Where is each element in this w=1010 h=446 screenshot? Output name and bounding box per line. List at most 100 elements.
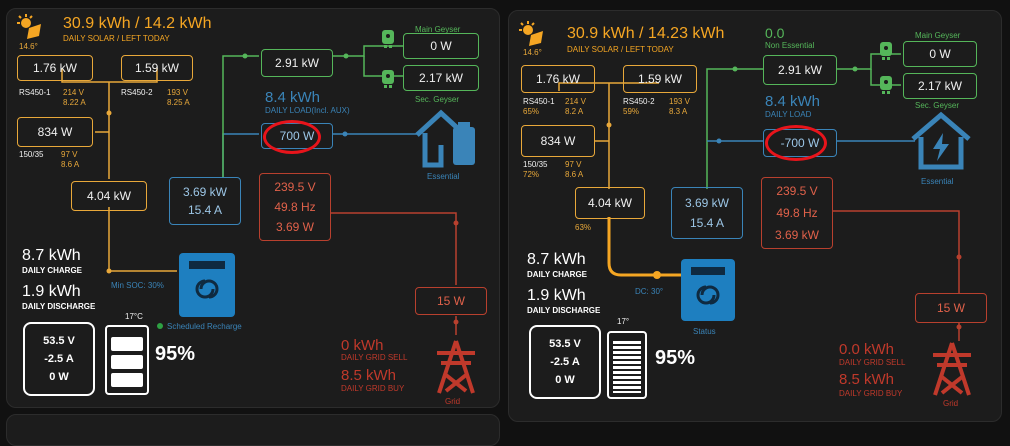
grid-buy-label: DAILY GRID BUY xyxy=(839,389,903,398)
pv3-pct: 72% xyxy=(523,170,540,179)
main-geyser-label: Main Geyser xyxy=(915,31,961,40)
grid-label: Grid xyxy=(445,397,461,406)
solar-temp: 14.6° xyxy=(19,42,38,51)
pv1-total[interactable]: 1.76 kW xyxy=(17,55,93,81)
sec-geyser-label: Sec. Geyser xyxy=(915,101,960,110)
grid-sell: 0.0 kWh xyxy=(839,341,895,358)
sec-geyser-icon xyxy=(879,75,893,95)
solar-subheader: DAILY SOLAR / LEFT TODAY xyxy=(567,45,674,54)
solar-icon xyxy=(17,14,43,40)
solar-header: 30.9 kWh / 14.2 kWh xyxy=(63,15,212,32)
pv2-name: RS450-2 xyxy=(623,97,655,106)
pv1-name: RS450-1 xyxy=(523,97,555,106)
daily-discharge: 1.9 kWh xyxy=(527,287,586,304)
pv2-total[interactable]: 1.59 kW xyxy=(121,55,193,81)
pv3-total[interactable]: 834 W xyxy=(521,125,595,157)
sec-geyser-value[interactable]: 2.17 kW xyxy=(403,65,479,91)
pv2-total[interactable]: 1.59 kW xyxy=(623,65,697,93)
pv1-total[interactable]: 1.76 kW xyxy=(521,65,595,93)
right-power-card: 14.6° 30.9 kWh / 14.23 kWh DAILY SOLAR /… xyxy=(508,10,1002,422)
pv3-current: 8.6 A xyxy=(565,170,584,179)
non-essential-load[interactable]: 2.91 kW xyxy=(763,55,837,85)
battery-soc: 95% xyxy=(655,347,696,369)
daily-load-label: DAILY LOAD(Incl. AUX) xyxy=(265,106,350,115)
non-essential-top: 0.0 xyxy=(765,25,785,41)
status-dot xyxy=(157,323,163,329)
sec-geyser-icon xyxy=(381,69,395,89)
grid-sell-label: DAILY GRID SELL xyxy=(839,358,906,367)
solar-temp: 14.6° xyxy=(523,48,542,57)
left-flow-lines xyxy=(61,45,459,335)
pv1-pct: 65% xyxy=(523,107,540,116)
sec-geyser-value[interactable]: 2.17 kW xyxy=(903,73,977,99)
grid-sell-label: DAILY GRID SELL xyxy=(341,353,408,362)
daily-charge-label: DAILY CHARGE xyxy=(527,270,588,279)
grid-ct-power[interactable]: 15 W xyxy=(415,287,487,315)
pv3-current: 8.6 A xyxy=(61,160,80,169)
solar-header: 30.9 kWh / 14.23 kWh xyxy=(567,25,725,42)
essential-house-icon xyxy=(413,105,479,169)
highlight-circle xyxy=(765,125,827,161)
pv2-voltage: 193 V xyxy=(669,97,690,106)
daily-discharge: 1.9 kWh xyxy=(22,283,81,300)
pv2-name: RS450-2 xyxy=(121,88,153,97)
pv1-voltage: 214 V xyxy=(565,97,586,106)
pv2-current: 8.3 A xyxy=(669,107,688,116)
pv1-name: RS450-1 xyxy=(19,88,51,97)
daily-discharge-label: DAILY DISCHARGE xyxy=(22,302,96,311)
essential-label: Essential xyxy=(921,177,954,186)
pv2-voltage: 193 V xyxy=(167,88,188,97)
grid-buy: 8.5 kWh xyxy=(341,367,397,384)
pv3-voltage: 97 V xyxy=(565,160,582,169)
pv1-current: 8.2 A xyxy=(565,107,584,116)
inverter-icon[interactable] xyxy=(179,253,235,317)
essential-label: Essential xyxy=(427,172,460,181)
min-soc: Min SOC: 30% xyxy=(111,281,164,290)
grid-tower-icon xyxy=(433,339,479,395)
inverter-status: Status xyxy=(693,327,716,336)
main-geyser-value[interactable]: 0 W xyxy=(903,41,977,67)
solar-subheader: DAILY SOLAR / LEFT TODAY xyxy=(63,34,170,43)
grid-sell: 0 kWh xyxy=(341,337,384,354)
main-geyser-icon xyxy=(879,41,893,61)
daily-charge: 8.7 kWh xyxy=(527,251,586,268)
grid-tower-icon xyxy=(929,341,975,397)
pv1-current: 8.22 A xyxy=(63,98,86,107)
daily-load-label: DAILY LOAD xyxy=(765,110,812,119)
main-geyser-value[interactable]: 0 W xyxy=(403,33,479,59)
solar-sum[interactable]: 4.04 kW xyxy=(71,181,147,211)
pv3-total[interactable]: 834 W xyxy=(17,117,93,147)
battery-temp: 17°C xyxy=(125,312,143,321)
inverter-status: Scheduled Recharge xyxy=(167,322,242,331)
daily-load: 8.4 kWh xyxy=(265,89,321,106)
daily-charge: 8.7 kWh xyxy=(22,247,81,264)
dc-temp: DC: 30° xyxy=(635,287,664,296)
pv3-voltage: 97 V xyxy=(61,150,78,159)
solar-icon xyxy=(519,21,545,47)
main-geyser-icon xyxy=(381,29,395,49)
next-card-partial xyxy=(6,414,500,446)
left-power-card: 14.6° 30.9 kWh / 14.2 kWh DAILY SOLAR / … xyxy=(6,8,500,408)
sec-geyser-label: Sec. Geyser xyxy=(415,95,460,104)
battery-soc: 95% xyxy=(155,343,196,365)
grid-ct-power[interactable]: 15 W xyxy=(915,293,987,323)
pv3-name: 150/35 xyxy=(523,160,548,169)
battery-temp: 17° xyxy=(617,317,630,326)
battery-icon xyxy=(105,325,149,395)
non-essential-label: Non Essential xyxy=(765,41,815,50)
solar-sum[interactable]: 4.04 kW xyxy=(575,187,645,219)
main-geyser-label: Main Geyser xyxy=(415,25,461,34)
non-essential-load[interactable]: 2.91 kW xyxy=(261,49,333,77)
daily-charge-label: DAILY CHARGE xyxy=(22,266,83,275)
inverter-icon[interactable] xyxy=(681,259,735,321)
grid-buy: 8.5 kWh xyxy=(839,371,895,388)
pv2-pct: 59% xyxy=(623,107,640,116)
solar-pct: 63% xyxy=(575,223,592,232)
daily-discharge-label: DAILY DISCHARGE xyxy=(527,306,601,315)
